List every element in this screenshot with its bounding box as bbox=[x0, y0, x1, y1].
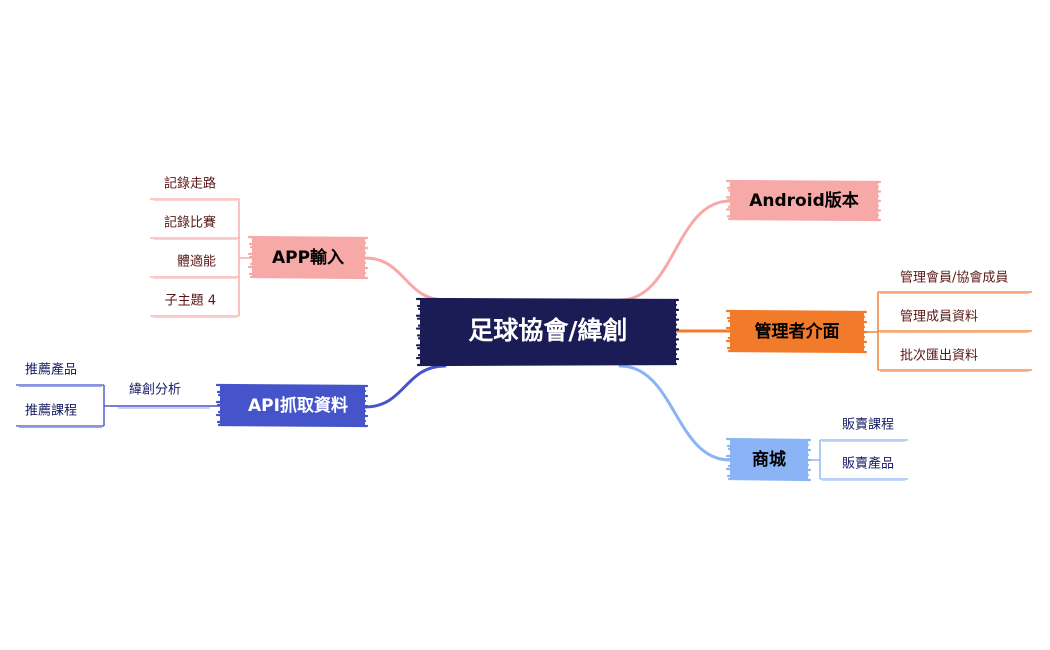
leaf-api: 推薦課程 bbox=[25, 403, 77, 419]
bracket-admin bbox=[864, 291, 1032, 372]
branch-node-app-input[interactable] bbox=[247, 235, 369, 280]
leaf-app-input: 記錄比賽 bbox=[164, 215, 216, 231]
leaf-shop: 販賣產品 bbox=[842, 456, 894, 472]
leaf-app-input: 體適能 bbox=[177, 254, 216, 270]
root-node[interactable] bbox=[415, 297, 680, 367]
leaf-admin: 管理成員資料 bbox=[900, 310, 978, 325]
branch-label-shop: 商城 bbox=[752, 449, 786, 470]
branch-node-admin[interactable] bbox=[725, 309, 868, 354]
bracket-shop bbox=[808, 439, 908, 481]
branch-label-app-input: APP輸入 bbox=[272, 247, 344, 268]
bracket-app-input bbox=[150, 198, 252, 318]
branch-label-admin: 管理者介面 bbox=[755, 321, 840, 342]
branch-node-shop[interactable] bbox=[725, 437, 812, 482]
subnode-line-api bbox=[110, 405, 220, 409]
branch-node-api[interactable] bbox=[215, 383, 369, 428]
leaf-app-input: 子主題 4 bbox=[165, 294, 216, 309]
connector-android bbox=[618, 199, 732, 302]
branch-label-android: Android版本 bbox=[749, 190, 859, 211]
leaf-shop: 販賣課程 bbox=[842, 417, 894, 433]
leaf-admin: 管理會員/協會成員 bbox=[900, 271, 1008, 286]
leaf-api: 推薦產品 bbox=[25, 362, 77, 378]
subnode-label-api: 緯創分析 bbox=[129, 383, 181, 398]
branch-label-api: API抓取資料 bbox=[248, 395, 348, 416]
leaf-app-input: 記錄走路 bbox=[164, 176, 216, 192]
leaf-admin: 批次匯出資料 bbox=[900, 348, 978, 364]
branch-node-android[interactable] bbox=[725, 179, 882, 222]
connector-api bbox=[363, 364, 447, 409]
connector-app-input bbox=[363, 256, 447, 302]
bracket-api bbox=[16, 384, 110, 428]
connector-shop bbox=[618, 364, 732, 462]
root-label: 足球協會/緯創 bbox=[468, 316, 627, 345]
